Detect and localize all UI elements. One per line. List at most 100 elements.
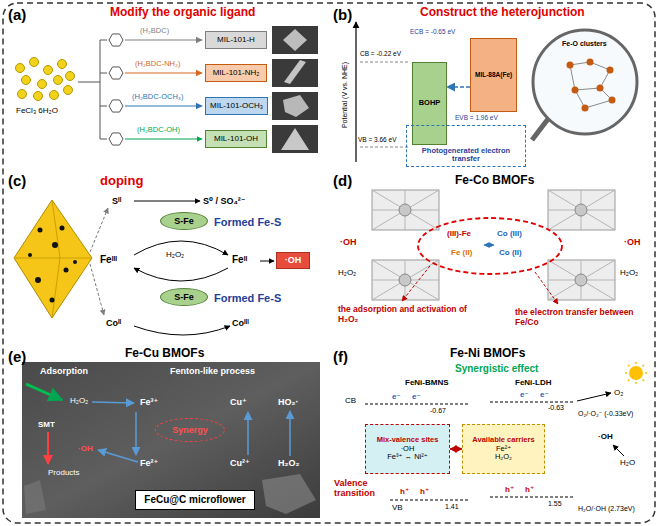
panel-a-art-part xyxy=(272,125,318,153)
text-label: Fe²⁺ xyxy=(140,458,158,468)
panel-b-art-part xyxy=(570,62,612,108)
text-label: CB xyxy=(345,396,356,405)
process-box: BOHP xyxy=(412,62,447,145)
panel-e-art-part xyxy=(247,412,249,455)
panel-b-art-part xyxy=(360,147,410,148)
text-label: ·OH xyxy=(624,237,641,247)
node-title: BOHP xyxy=(419,99,441,108)
panel-a-art-part xyxy=(125,138,202,139)
panel-f-art-part xyxy=(577,393,611,401)
text-label: Fe-Ni BMOFs xyxy=(450,347,525,361)
text-label: Adsorption xyxy=(40,366,88,376)
panel-a-art-part xyxy=(58,60,67,69)
text-label: Fe³⁺ xyxy=(140,397,158,407)
panel-a-art-part xyxy=(125,39,202,40)
panel-e-art-part xyxy=(22,362,320,518)
text-label: H₂O₂ xyxy=(166,250,184,259)
text-label: Fenton-like process xyxy=(170,366,255,376)
node-title: S-Fe xyxy=(174,216,194,226)
panel-c-art-part xyxy=(28,226,77,303)
panel-a-art-part xyxy=(44,66,53,75)
panel-e-art-part xyxy=(26,384,62,400)
node-title: MIL-101-OCH₃ xyxy=(210,101,263,110)
panel-e-art-part xyxy=(289,411,291,456)
panel-a-art-part xyxy=(109,34,123,46)
text-label: e⁻ xyxy=(392,392,401,401)
process-box: FeCu@C microflower xyxy=(135,490,255,510)
panel-b-art-part xyxy=(572,87,579,94)
text-label: (f) xyxy=(333,348,348,365)
text-label: ·OH xyxy=(340,237,357,247)
panel-a-art-part xyxy=(16,64,25,73)
connector-arrow xyxy=(447,86,470,88)
panel-a-art-part xyxy=(272,26,318,54)
panel-b-art-part xyxy=(533,30,637,134)
oval-node: S-Fe xyxy=(160,212,208,230)
node-text: ·OH xyxy=(401,445,415,454)
panel-d-art-part xyxy=(402,266,430,301)
panel-a-art-part xyxy=(66,72,75,81)
panel-c-art-part xyxy=(14,200,92,318)
panel-c-art-part xyxy=(260,261,274,262)
text-label: Co (II) xyxy=(499,248,522,257)
panel-a-art-part xyxy=(109,100,123,112)
text-label: (c) xyxy=(8,172,26,189)
panel-c-art-part xyxy=(28,253,32,257)
text-label: h⁺ xyxy=(400,487,409,496)
text-label: Fe-Cu BMOFs xyxy=(125,347,204,361)
panel-e-art-part xyxy=(262,474,316,514)
panel-a-art-part xyxy=(283,95,309,117)
text-label: VB = 3.66 eV xyxy=(358,136,397,143)
text-label: Co (III) xyxy=(497,229,522,238)
panel-d-art-part xyxy=(484,245,494,246)
panel-f-art xyxy=(365,362,647,500)
text-label: VB xyxy=(392,503,403,512)
panel-c-art-part xyxy=(134,268,228,281)
process-box: Photogenerated electron transfer xyxy=(406,125,526,167)
text-label: h⁺ xyxy=(525,485,534,494)
text-label: Cu²⁺ xyxy=(230,458,250,468)
panel-a-art xyxy=(16,26,319,153)
text-label: Valence transition xyxy=(334,478,384,499)
text-label: FeNi-BMNS xyxy=(405,378,449,387)
panel-c-art-part xyxy=(134,201,200,202)
panel-f-art-part xyxy=(613,445,624,456)
text-label: -0.63 xyxy=(548,404,564,412)
panel-a-art-part xyxy=(34,92,43,101)
node-text: H₂O₂ xyxy=(495,453,512,462)
panel-b-art xyxy=(356,22,637,162)
node-title: MIL-101-NH₂ xyxy=(213,68,260,77)
panel-b-art-part xyxy=(360,62,410,63)
panel-b-art-part xyxy=(607,67,614,74)
text-label: SMT xyxy=(38,420,55,429)
panel-d-art-part xyxy=(372,190,439,230)
panel-a-art-part xyxy=(54,76,63,85)
text-label: HO₂· xyxy=(278,397,299,407)
text-label: Cu⁺ xyxy=(230,397,247,407)
text-label: h⁺ xyxy=(420,487,429,496)
oval-node: Synergy xyxy=(155,418,225,442)
text-label: 1.55 xyxy=(548,500,562,508)
node-title: S-Fe xyxy=(174,292,194,302)
text-label: Feᴵᴵ xyxy=(232,254,247,266)
text-label: h⁺ xyxy=(505,485,514,494)
panel-a-art-part xyxy=(125,105,202,106)
process-box: MIL-101-OCH₃ xyxy=(205,97,268,115)
text-label: (H₂BDC-OH) xyxy=(137,126,180,135)
panel-b-art-part xyxy=(587,59,594,66)
node-title: FeCu@C microflower xyxy=(144,494,245,506)
text-label: H₂O₂ xyxy=(338,268,356,277)
text-label: e⁻ xyxy=(540,390,549,399)
text-label: the electron transfer between Fe/Co xyxy=(515,308,640,328)
text-label: (H₂BDC-NH₂) xyxy=(135,60,180,69)
process-box: MIL-101-OH xyxy=(205,130,267,148)
panel-a-art-part xyxy=(64,86,73,95)
connector-arrow xyxy=(450,448,462,450)
panel-c-art-part xyxy=(60,226,65,231)
panel-c-art-part xyxy=(134,326,230,335)
text-label: Products xyxy=(48,468,80,477)
text-label: Coᴵᴵᴵ xyxy=(232,318,249,328)
panel-f-art-part xyxy=(365,404,470,405)
panel-f-art-part xyxy=(625,362,647,384)
